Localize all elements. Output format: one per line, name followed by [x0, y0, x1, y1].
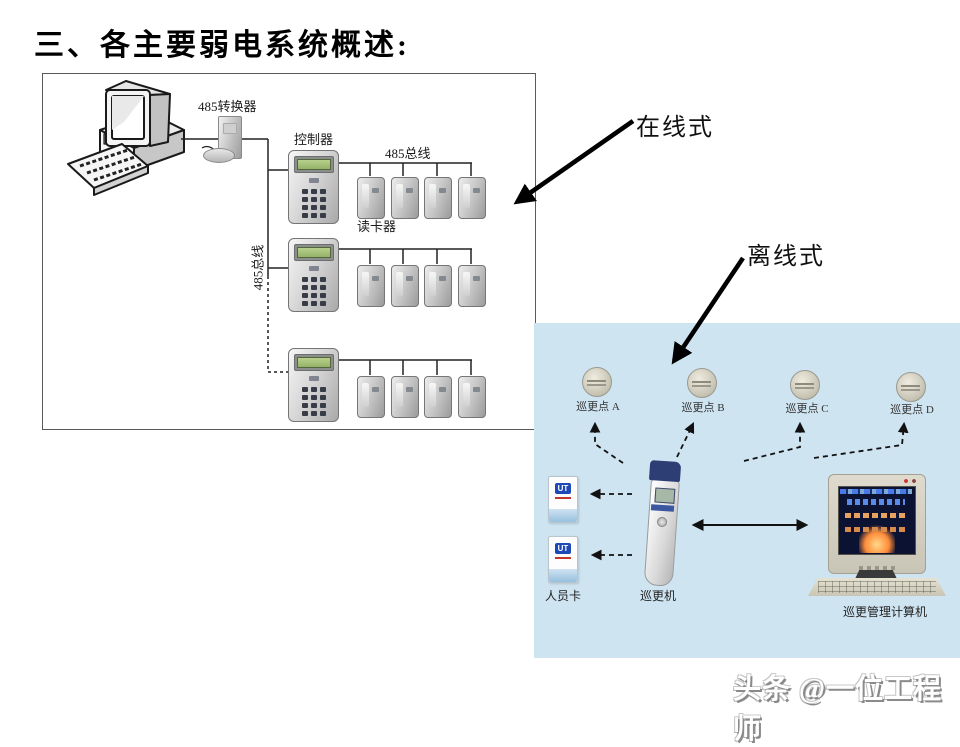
controller-lcd-recess — [294, 156, 334, 173]
card-reader-icon — [357, 265, 385, 307]
management-computer-label: 巡更管理计算机 — [843, 605, 928, 619]
keyboard-icon — [808, 578, 946, 596]
card-logo: UT — [555, 543, 571, 554]
card-reader-icon — [391, 177, 419, 219]
controller-keypad — [302, 189, 308, 194]
reader-label: 读卡器 — [357, 219, 397, 234]
crt-screen — [838, 486, 916, 555]
card-reader-icon — [391, 376, 419, 418]
patrol-point-d-label: 巡更点 D — [890, 404, 934, 416]
controller-lcd — [297, 159, 331, 170]
controller-icon — [288, 348, 339, 422]
controller-logo — [309, 178, 319, 183]
card-reader-icon — [424, 376, 452, 418]
online-annotation-label: 在线式 — [636, 115, 714, 141]
watermark: 头条 @一位工程师 — [733, 674, 943, 745]
patrol-point-icon — [687, 368, 717, 398]
patrol-point-b-label: 巡更点 B — [681, 402, 725, 414]
controller-icon — [288, 238, 339, 312]
personnel-card-icon: UT — [548, 536, 578, 583]
personnel-card-icon: UT — [548, 476, 578, 523]
slide: 三、各主要弱电系统概述: — [34, 29, 960, 745]
patrol-point-icon — [582, 367, 612, 397]
card-reader-icon — [458, 376, 486, 418]
personnel-card-label: 人员卡 — [545, 589, 582, 603]
converter-label: 485转换器 — [198, 99, 257, 114]
page-title: 三、各主要弱电系统概述: — [34, 29, 410, 62]
card-reader-icon — [458, 177, 486, 219]
mouse-icon — [203, 148, 235, 163]
patrol-point-icon — [790, 370, 820, 400]
card-reader-icon — [424, 177, 452, 219]
controller-label: 控制器 — [294, 132, 334, 147]
monitor-stand — [854, 570, 898, 581]
card-logo: UT — [555, 483, 571, 494]
vertical-bus-label: 485总线 — [250, 244, 266, 291]
card-reader-icon — [458, 265, 486, 307]
controller-icon — [288, 150, 339, 224]
card-reader-icon — [391, 265, 419, 307]
patrol-wand-label: 巡更机 — [640, 589, 677, 603]
patrol-point-c-label: 巡更点 C — [785, 403, 829, 415]
card-reader-icon — [357, 177, 385, 219]
management-computer-icon — [828, 474, 926, 574]
patrol-point-a-label: 巡更点 A — [576, 401, 620, 413]
offline-annotation-label: 离线式 — [747, 244, 825, 270]
card-reader-icon — [424, 265, 452, 307]
patrol-point-icon — [896, 372, 926, 402]
card-reader-icon — [357, 376, 385, 418]
bus-label: 485总线 — [385, 146, 431, 161]
